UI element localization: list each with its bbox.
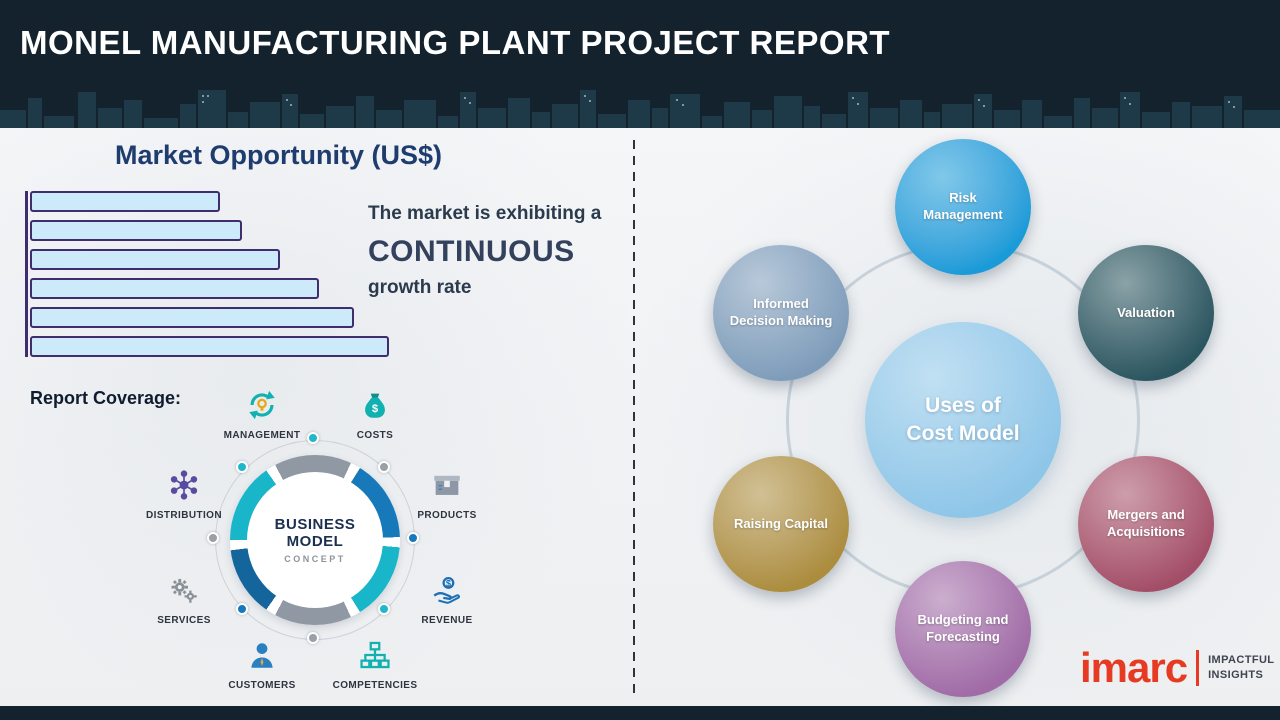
- market-bar: [30, 249, 280, 270]
- cost-model-item-budgeting-forecasting: Budgeting and Forecasting: [895, 561, 1031, 697]
- business-model-title-line2: MODEL: [286, 533, 344, 550]
- competencies-icon: [358, 638, 392, 677]
- products-icon: [430, 468, 464, 507]
- growth-text-block: The market is exhibiting a CONTINUOUS gr…: [368, 203, 643, 299]
- logo-tagline-line2: INSIGHTS: [1208, 669, 1264, 681]
- coverage-item-competencies: COMPETENCIES: [323, 638, 427, 691]
- growth-line-2: growth rate: [368, 277, 472, 298]
- cost-model-item-valuation: Valuation: [1078, 245, 1214, 381]
- coverage-item-label: COSTS: [356, 430, 394, 441]
- business-model-title-line3: CONCEPT: [284, 554, 346, 565]
- imarc-logo: imarc IMPACTFUL INSIGHTS: [1080, 644, 1274, 692]
- ring-node-dot: [307, 432, 319, 444]
- distribution-icon: [167, 468, 201, 507]
- cost-model-center-line2: Cost Model: [906, 422, 1020, 445]
- svg-text:$: $: [446, 578, 451, 588]
- coverage-item-revenue: $ REVENUE: [395, 573, 499, 626]
- market-bar: [30, 307, 354, 328]
- logo-divider: [1196, 650, 1200, 686]
- management-icon: [245, 388, 279, 427]
- cost-model-item-raising-capital: Raising Capital: [713, 456, 849, 592]
- coverage-item-label: COMPETENCIES: [332, 680, 418, 691]
- coverage-item-label: REVENUE: [421, 615, 473, 626]
- header: MONEL MANUFACTURING PLANT PROJECT REPORT: [0, 0, 1280, 128]
- coverage-item-products: PRODUCTS: [395, 468, 499, 521]
- cost-model-center-line1: Uses of: [925, 393, 1001, 417]
- cost-model-item-label: Risk Management: [923, 190, 1003, 222]
- ring-node-dot: [207, 532, 219, 544]
- business-model-title-line1: BUSINESS: [274, 515, 356, 533]
- growth-highlight: CONTINUOUS: [368, 235, 575, 268]
- coverage-item-label: PRODUCTS: [417, 510, 477, 521]
- coverage-item-label: MANAGEMENT: [223, 430, 301, 441]
- ring-node-dot: [378, 603, 390, 615]
- cost-model-item-informed-decision-making: Informed Decision Making: [713, 245, 849, 381]
- ring-node-dot: [407, 532, 419, 544]
- coverage-item-costs: $ COSTS: [323, 388, 427, 441]
- coverage-item-label: SERVICES: [157, 615, 211, 626]
- market-bar: [30, 220, 242, 241]
- coverage-item-label: CUSTOMERS: [228, 680, 296, 691]
- logo-tagline-line1: IMPACTFUL: [1208, 654, 1275, 667]
- cost-model-item-mergers-acquisitions: Mergers and Acquisitions: [1078, 456, 1214, 592]
- business-model-ring: BUSINESS MODEL CONCEPT: [230, 455, 400, 625]
- ring-node-dot: [236, 461, 248, 473]
- revenue-icon: $: [430, 573, 464, 612]
- services-icon: [167, 573, 201, 612]
- customers-icon: [245, 638, 279, 677]
- cost-model-item-risk-management: Risk Management: [895, 139, 1031, 275]
- market-bar: [30, 278, 319, 299]
- coverage-item-services: SERVICES: [132, 573, 236, 626]
- ring-node-dot: [378, 461, 390, 473]
- footer-bar: [0, 706, 1280, 720]
- business-model-center: BUSINESS MODEL CONCEPT: [247, 472, 383, 608]
- cost-model-item-label: Budgeting and Forecasting: [917, 612, 1009, 644]
- cost-model-item-label: Informed Decision Making: [729, 296, 833, 328]
- coverage-item-distribution: DISTRIBUTION: [132, 468, 236, 521]
- market-bar: [30, 191, 220, 212]
- cost-model-item-label: Mergers and Acquisitions: [1106, 507, 1185, 539]
- coverage-item-label: DISTRIBUTION: [146, 510, 222, 521]
- market-bar: [30, 336, 389, 357]
- ring-node-dot: [236, 603, 248, 615]
- page-title: MONEL MANUFACTURING PLANT PROJECT REPORT: [20, 24, 891, 61]
- coverage-item-customers: CUSTOMERS: [210, 638, 314, 691]
- logo-tagline: IMPACTFUL INSIGHTS: [1208, 653, 1274, 683]
- cost-model-item-label: Valuation: [1117, 304, 1175, 320]
- growth-line-1: The market is exhibiting a: [368, 203, 602, 224]
- market-bars: [25, 191, 389, 357]
- market-opportunity-title: Market Opportunity (US$): [115, 140, 443, 170]
- imarc-wordmark: imarc: [1080, 644, 1188, 692]
- svg-text:$: $: [372, 403, 379, 415]
- coverage-item-management: MANAGEMENT: [210, 388, 314, 441]
- section-divider: [633, 140, 635, 700]
- report-coverage-label: Report Coverage:: [30, 388, 182, 408]
- costs-icon: $: [358, 388, 392, 427]
- ring-node-dot: [307, 632, 319, 644]
- cost-model-center: Uses of Cost Model: [865, 322, 1061, 518]
- skyline-graphic: [0, 90, 1280, 128]
- cost-model-item-label: Raising Capital: [734, 515, 828, 531]
